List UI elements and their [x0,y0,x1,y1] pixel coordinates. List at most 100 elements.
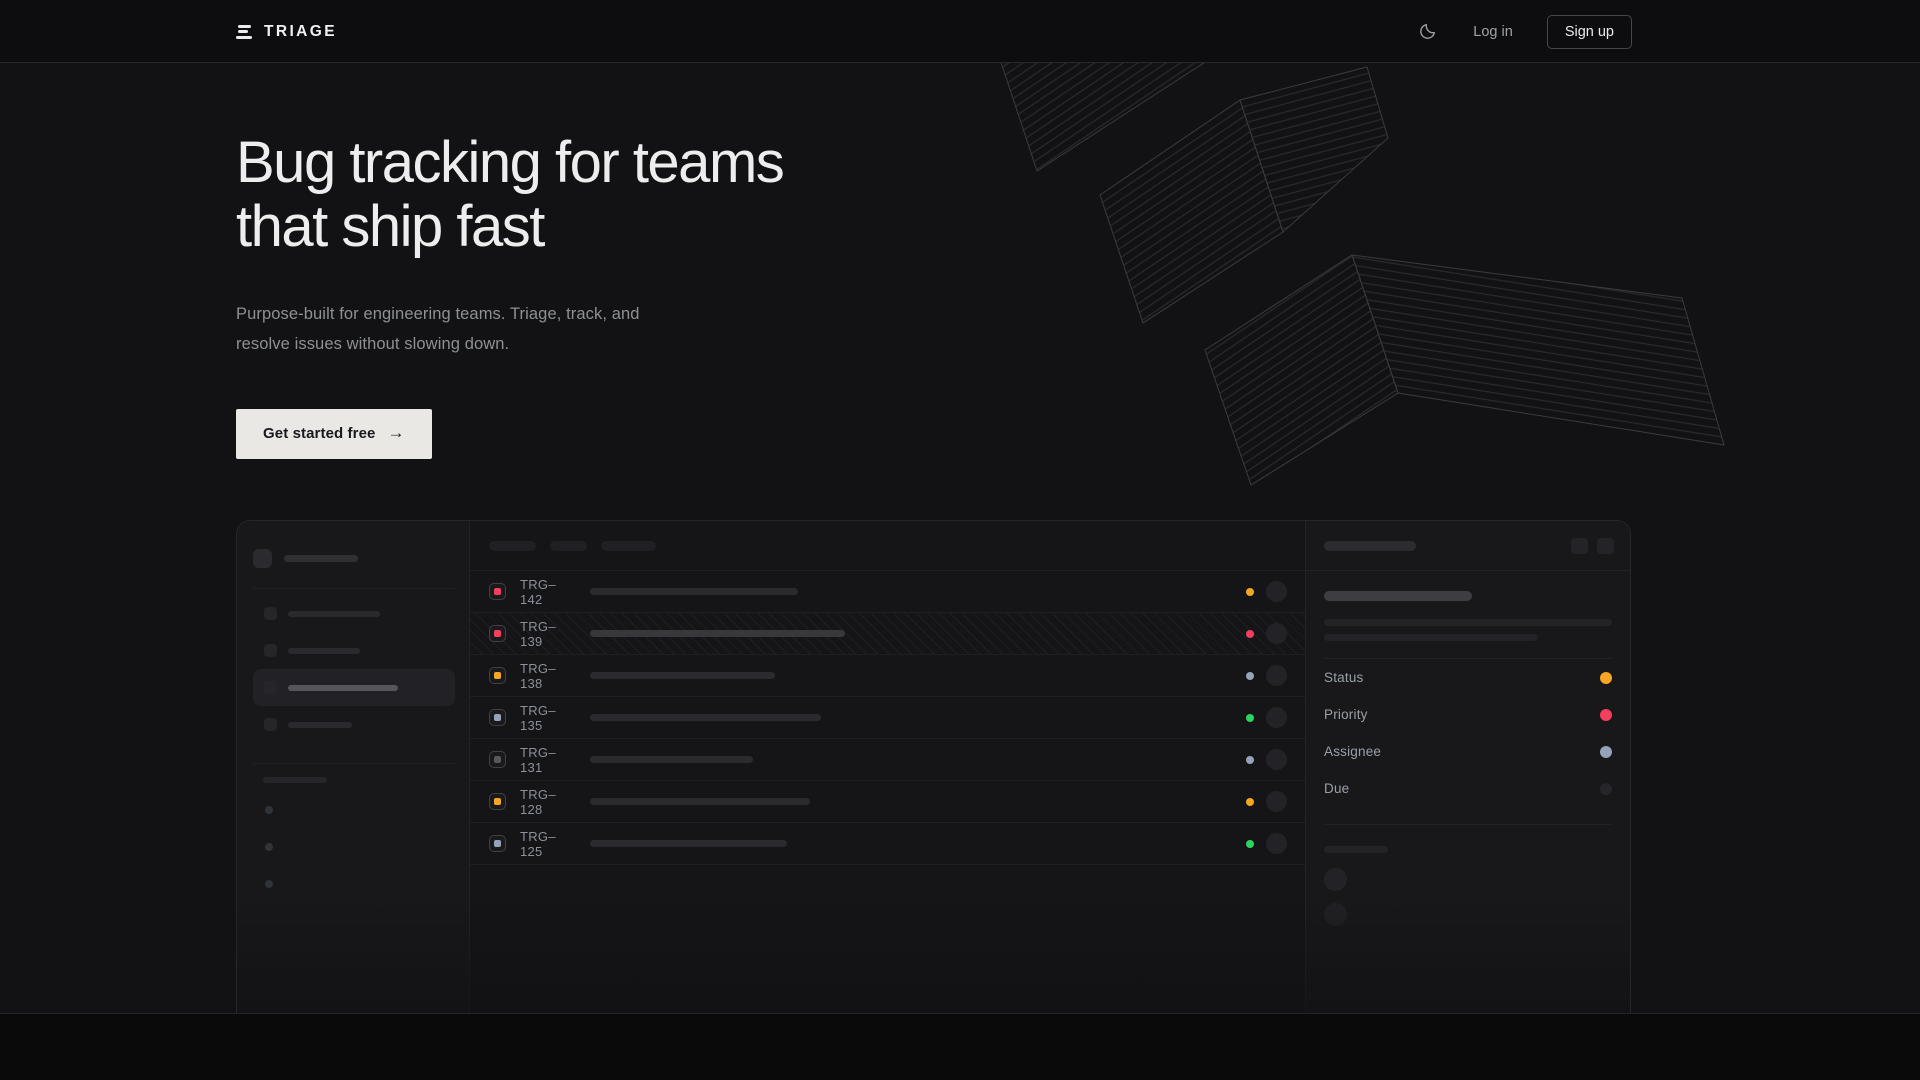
property-row: Priority [1324,696,1612,733]
issue-type-icon-fill [494,672,501,679]
issue-row[interactable]: TRG–135 [470,697,1305,739]
arrow-right-icon: → [387,423,404,443]
assignee-avatar [1266,749,1287,770]
detail-header-button[interactable] [1571,538,1588,554]
assignee-avatar [1266,707,1287,728]
sidebar-divider [253,763,455,764]
sidebar-item-icon [264,644,277,657]
sidebar-item-icon [264,681,277,694]
detail-divider [1324,824,1612,825]
nav-actions: Log in Sign up [1416,15,1632,49]
property-label: Assignee [1324,744,1381,759]
mockup-list-toolbar [470,521,1305,571]
issue-row[interactable]: TRG–128 [470,781,1305,823]
mockup-sidebar [237,521,470,1013]
property-value-dot[interactable] [1600,672,1612,684]
app-mockup-window: TRG–142TRG–139TRG–138TRG–135TRG–131TRG–1… [236,520,1631,1013]
property-value-dot[interactable] [1600,709,1612,721]
issue-row[interactable]: TRG–142 [470,571,1305,613]
get-started-label: Get started free [263,425,375,442]
issue-row[interactable]: TRG–131 [470,739,1305,781]
hero-section: Bug tracking for teamsthat ship fast Pur… [0,63,1920,1013]
issue-type-icon [489,709,506,726]
issue-row[interactable]: TRG–125 [470,823,1305,865]
assignee-avatar [1266,791,1287,812]
status-dot [1246,672,1254,680]
status-dot [1246,714,1254,722]
activity-avatar-skeleton [1324,868,1347,891]
issue-type-icon [489,667,506,684]
detail-panel-body: StatusPriorityAssigneeDue [1306,571,1630,926]
status-dot [1246,630,1254,638]
sidebar-nav-item[interactable] [253,632,455,669]
sidebar-dot-list [265,806,455,888]
activity-avatar-skeleton [1324,903,1347,926]
property-value-dot[interactable] [1600,746,1612,758]
toolbar-filter-skeleton[interactable] [601,541,656,551]
sidebar-dot [265,843,273,851]
detail-header-button[interactable] [1597,538,1614,554]
issue-title-skeleton [590,630,845,637]
issue-type-icon [489,583,506,600]
issue-row[interactable]: TRG–139 [470,613,1305,655]
status-dot [1246,840,1254,848]
sidebar-item-label-skeleton [288,648,360,654]
theme-toggle-button[interactable] [1416,20,1439,43]
signup-button[interactable]: Sign up [1547,15,1632,49]
issue-title-skeleton [590,840,787,847]
detail-header-buttons [1571,538,1614,554]
sidebar-nav-item[interactable] [253,595,455,632]
sidebar-item-icon [264,718,277,731]
property-row: Assignee [1324,733,1612,770]
toolbar-filter-skeleton[interactable] [489,541,536,551]
property-label: Status [1324,670,1363,685]
sidebar-nav-item[interactable] [253,706,455,743]
login-link[interactable]: Log in [1473,24,1513,40]
assignee-avatar [1266,665,1287,686]
detail-title-skeleton [1324,541,1416,551]
issue-type-icon-fill [494,756,501,763]
issue-type-icon [489,751,506,768]
issue-type-icon-fill [494,714,501,721]
get-started-button[interactable]: Get started free → [236,409,432,459]
assignee-avatar [1266,581,1287,602]
issue-id: TRG–139 [520,619,578,649]
brand-name: TRIAGE [264,23,337,41]
sidebar-dot [265,880,273,888]
description-line-skeleton [1324,634,1538,641]
footer-band [0,1013,1920,1079]
top-nav: TRIAGE Log in Sign up [0,0,1920,63]
issue-title-skeleton [590,798,810,805]
mockup-detail-panel: StatusPriorityAssigneeDue [1305,521,1630,1013]
assignee-avatar [1266,833,1287,854]
toolbar-filter-skeleton[interactable] [550,541,587,551]
issue-title-skeleton [1324,591,1472,601]
issue-id: TRG–138 [520,661,578,691]
issue-row[interactable]: TRG–138 [470,655,1305,697]
issue-id: TRG–135 [520,703,578,733]
brand-logo[interactable]: TRIAGE [236,23,337,41]
property-value-dot[interactable] [1600,783,1612,795]
description-line-skeleton [1324,619,1612,626]
property-label: Due [1324,781,1349,796]
mockup-issue-list: TRG–142TRG–139TRG–138TRG–135TRG–131TRG–1… [470,521,1305,1013]
issue-id: TRG–125 [520,829,578,859]
sidebar-nav-item[interactable] [253,669,455,706]
sidebar-dot [265,806,273,814]
moon-icon [1418,22,1437,41]
issue-type-icon [489,625,506,642]
status-dot [1246,798,1254,806]
workspace-switcher[interactable] [253,549,455,568]
sidebar-item-icon [264,607,277,620]
workspace-avatar [253,549,272,568]
issue-type-icon-fill [494,588,501,595]
issue-type-icon [489,793,506,810]
issue-id: TRG–128 [520,787,578,817]
issue-type-icon [489,835,506,852]
issue-type-icon-fill [494,840,501,847]
property-label: Priority [1324,707,1368,722]
issue-type-icon-fill [494,798,501,805]
sidebar-section-label-skeleton [263,777,327,783]
status-dot [1246,756,1254,764]
sidebar-item-label-skeleton [288,722,352,728]
